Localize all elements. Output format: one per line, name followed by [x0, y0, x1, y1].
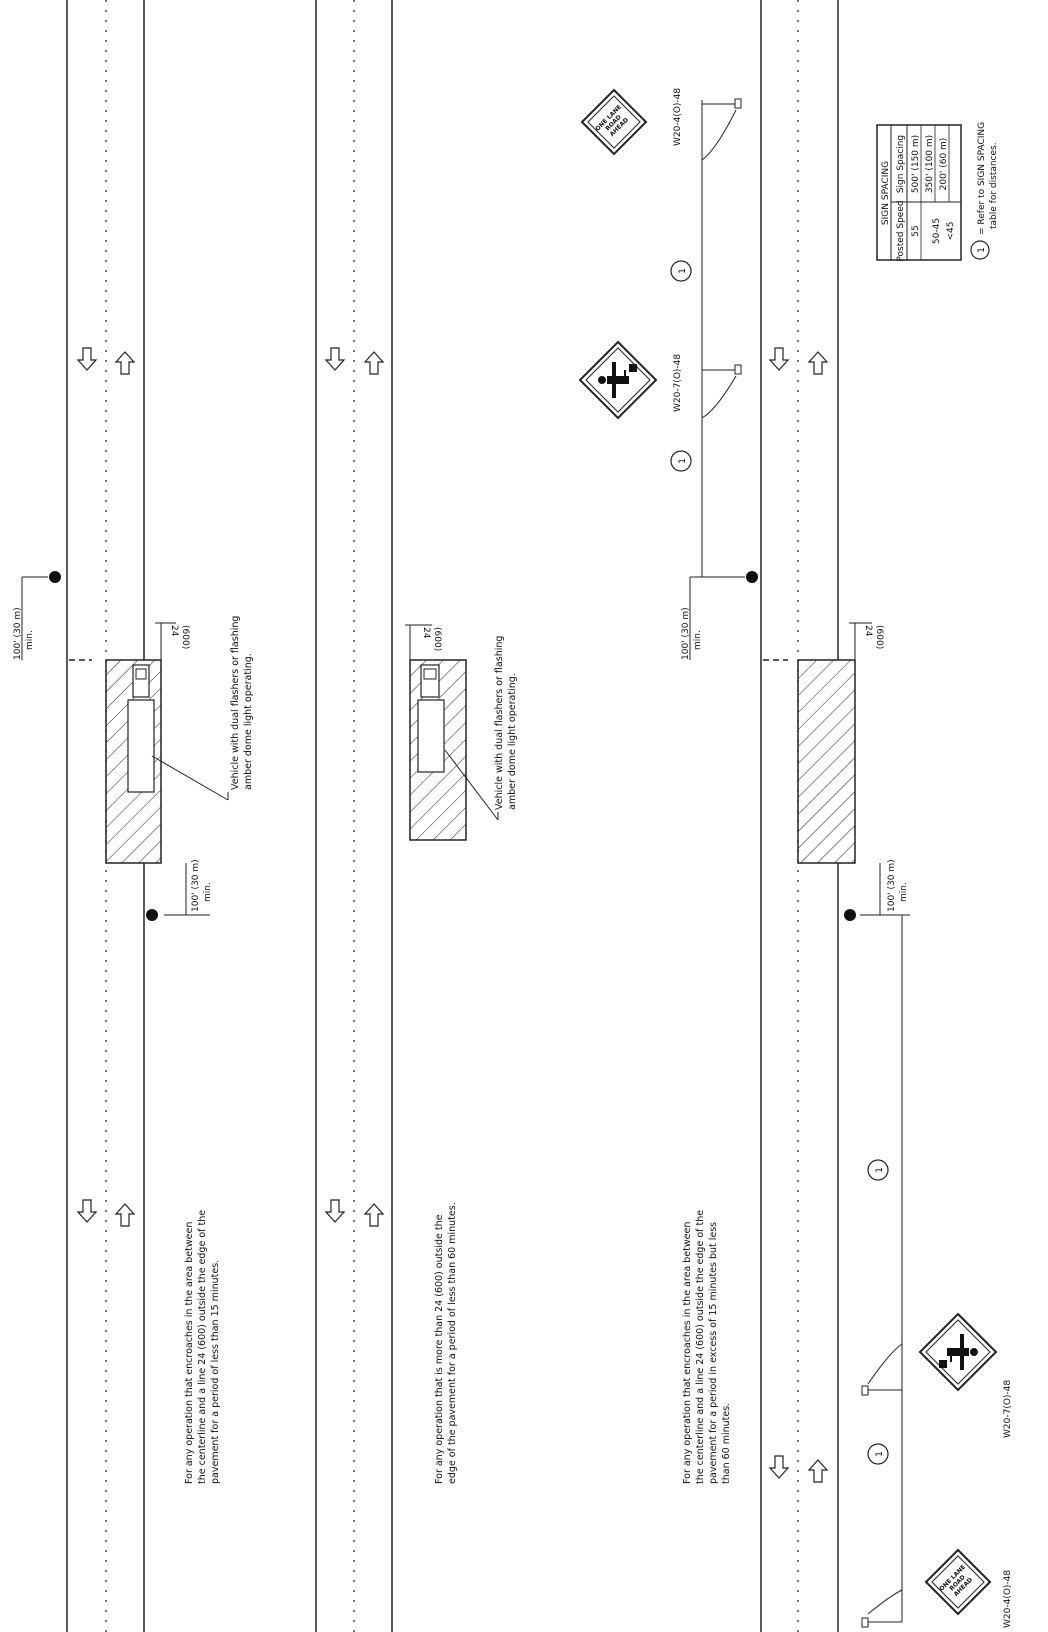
table-cell: <45 [946, 222, 956, 241]
svg-text:100' (30 m) min.: 100' (30 m) min. [681, 605, 703, 661]
svg-text:For any operation that encroac: For any operation that encroaches in the… [682, 1207, 732, 1484]
spacing-marker [670, 450, 692, 472]
sign-spacing-table: SIGN SPACING Posted Speed Sign Spacing 5… [876, 124, 962, 262]
spacing-marker [867, 1443, 889, 1465]
dimension-bottom-min: min. [899, 882, 909, 902]
spacing-marker [670, 260, 692, 282]
legend-marker [970, 240, 990, 260]
arrow-down-icon [77, 347, 97, 371]
panel-3-note-line-1: For any operation that encroaches in the… [682, 1222, 693, 1484]
arrow-up-icon [364, 351, 384, 375]
legend-marker-label: 1 [977, 247, 987, 253]
vehicle-icon [127, 664, 155, 793]
table-title: SIGN SPACING [881, 161, 891, 225]
svg-text:Vehicle with dual flashers or: Vehicle with dual flashers or flashing a… [230, 613, 254, 790]
taper-point-marker [844, 909, 856, 921]
dimension-bottom-min: min. [203, 882, 213, 902]
arrow-up-icon [808, 351, 828, 375]
arrow-up-icon [115, 351, 135, 375]
vehicle-leader-line [151, 755, 229, 801]
svg-text:24 (600): 24 (600) [169, 625, 190, 649]
svg-text:100' (30 m) min.: 100' (30 m) min. [191, 857, 213, 913]
vehicle-note-line-2: amber dome light operating. [507, 673, 518, 810]
offset-value: 24 [169, 625, 179, 637]
spacing-marker-label: 1 [678, 458, 688, 464]
svg-text:100' (30 m) min.: 100' (30 m) min. [887, 857, 909, 913]
vehicle-icon [417, 664, 445, 773]
panel-1-note-line-3: pavement for a period of less than 15 mi… [210, 1260, 221, 1484]
arrow-down-icon [769, 1455, 789, 1479]
dimension-top-min: min. [693, 630, 703, 650]
table-header-spacing: Sign Spacing [896, 135, 906, 193]
spacing-marker-label: 1 [678, 268, 688, 274]
arrow-down-icon [325, 347, 345, 371]
vehicle-note-line-1: Vehicle with dual flashers or flashing [230, 616, 241, 790]
offset-metric: (600) [432, 627, 442, 651]
sign-code-label: W20-4(O)-48 [1003, 1570, 1013, 1628]
panel-2: Vehicle with dual flashers or flashing a… [315, 0, 518, 1632]
flagger-sign-lower: W20-7(O)-48 [861, 1312, 1013, 1438]
flagger-sign-upper: W20-7(O)-48 [578, 340, 742, 420]
arrow-down-icon [77, 1199, 97, 1223]
taper-point-marker [146, 909, 158, 921]
panel-1-note-line-2: the centerline and a line 24 (600) outsi… [197, 1210, 208, 1484]
svg-text:100' (30 m) min.: 100' (30 m) min. [13, 605, 35, 661]
vehicle-note-line-2: amber dome light operating. [243, 653, 254, 790]
flagger-icon [598, 362, 637, 398]
spacing-marker [867, 1159, 889, 1181]
offset-metric: (600) [180, 625, 190, 649]
offset-metric: (600) [874, 625, 884, 649]
arrow-up-icon [808, 1459, 828, 1483]
vehicle-note-line-1: Vehicle with dual flashers or flashing [494, 636, 505, 810]
table-header-speed: Posted Speed [896, 200, 906, 261]
panel-1-note-line-1: For any operation that encroaches in the… [184, 1222, 195, 1484]
sign-code-label: W20-4(O)-48 [673, 88, 683, 146]
panel-2-note-line-1: For any operation that is more than 24 (… [434, 1214, 445, 1484]
offset-value: 24 [863, 625, 873, 637]
table-cell: 200' (60 m) [939, 138, 949, 191]
svg-text:ONE LANE ROAD: ONE LANE ROAD AHEAD [594, 102, 634, 142]
arrow-down-icon [769, 347, 789, 371]
taper-point-marker [746, 571, 758, 583]
arrow-down-icon [325, 1199, 345, 1223]
sign-code-label: W20-7(O)-48 [1003, 1380, 1013, 1438]
table-cell: 50-45 [932, 218, 942, 244]
table-cell: 55 [911, 225, 921, 236]
panel-3: 100' (30 m) min. 100' (30 m) min. 24 (60… [578, 0, 1013, 1632]
panel-3-note-line-3: pavement for a period in excess of 15 mi… [708, 1222, 719, 1484]
arrow-up-icon [364, 1203, 384, 1227]
svg-text:For any operation that is more: For any operation that is more than 24 (… [434, 1202, 458, 1484]
dimension-bottom-value: 100' (30 m) [191, 859, 201, 912]
work-area-hatched [797, 659, 856, 864]
panel-2-note-line-2: edge of the pavement for a period of les… [447, 1202, 458, 1484]
svg-text:= Refer to SIGN SPACING: = Refer to SIGN SPACING table for distan… [977, 119, 999, 235]
legend-text-line-1: = Refer to SIGN SPACING [977, 122, 987, 235]
arrow-up-icon [115, 1203, 135, 1227]
one-lane-road-ahead-sign-lower: ONE LANE ROAD AHEAD W20-4(O)-48 [861, 1548, 1013, 1628]
svg-text:24 (600): 24 (600) [863, 625, 884, 649]
dimension-top-min: min. [25, 630, 35, 650]
offset-value: 24 [421, 627, 431, 639]
svg-text:Vehicle with dual flashers or: Vehicle with dual flashers or flashing a… [494, 633, 518, 810]
legend-text-line-2: table for distances. [989, 142, 999, 229]
panel-3-note-line-4: than 60 minutes. [721, 1403, 732, 1484]
panel-3-note-line-2: the centerline and a line 24 (600) outsi… [695, 1210, 706, 1484]
one-lane-road-ahead-sign-upper: ONE LANE ROAD AHEAD W20-4(O)-48 [580, 88, 742, 161]
vehicle-leader-line [444, 749, 499, 821]
table-cell: 500' (150 m) [911, 135, 921, 193]
table-cell: 350' (100 m) [925, 135, 935, 193]
sign-code-label: W20-7(O)-48 [673, 354, 683, 412]
spacing-marker-label: 1 [875, 1167, 885, 1173]
table-legend: 1 = Refer to SIGN SPACING table for dist… [970, 119, 999, 260]
spacing-marker-label: 1 [875, 1451, 885, 1457]
svg-text:24 (600): 24 (600) [421, 627, 442, 651]
panel-1: Vehicle with dual flashers or flashing a… [13, 0, 254, 1632]
dimension-bottom-value: 100' (30 m) [887, 859, 897, 912]
taper-point-marker [49, 571, 61, 583]
dimension-top-value: 100' (30 m) [13, 607, 23, 660]
flagger-icon [939, 1334, 978, 1370]
svg-text:For any operation that encroac: For any operation that encroaches in the… [184, 1207, 221, 1484]
dimension-top-value: 100' (30 m) [681, 607, 691, 660]
